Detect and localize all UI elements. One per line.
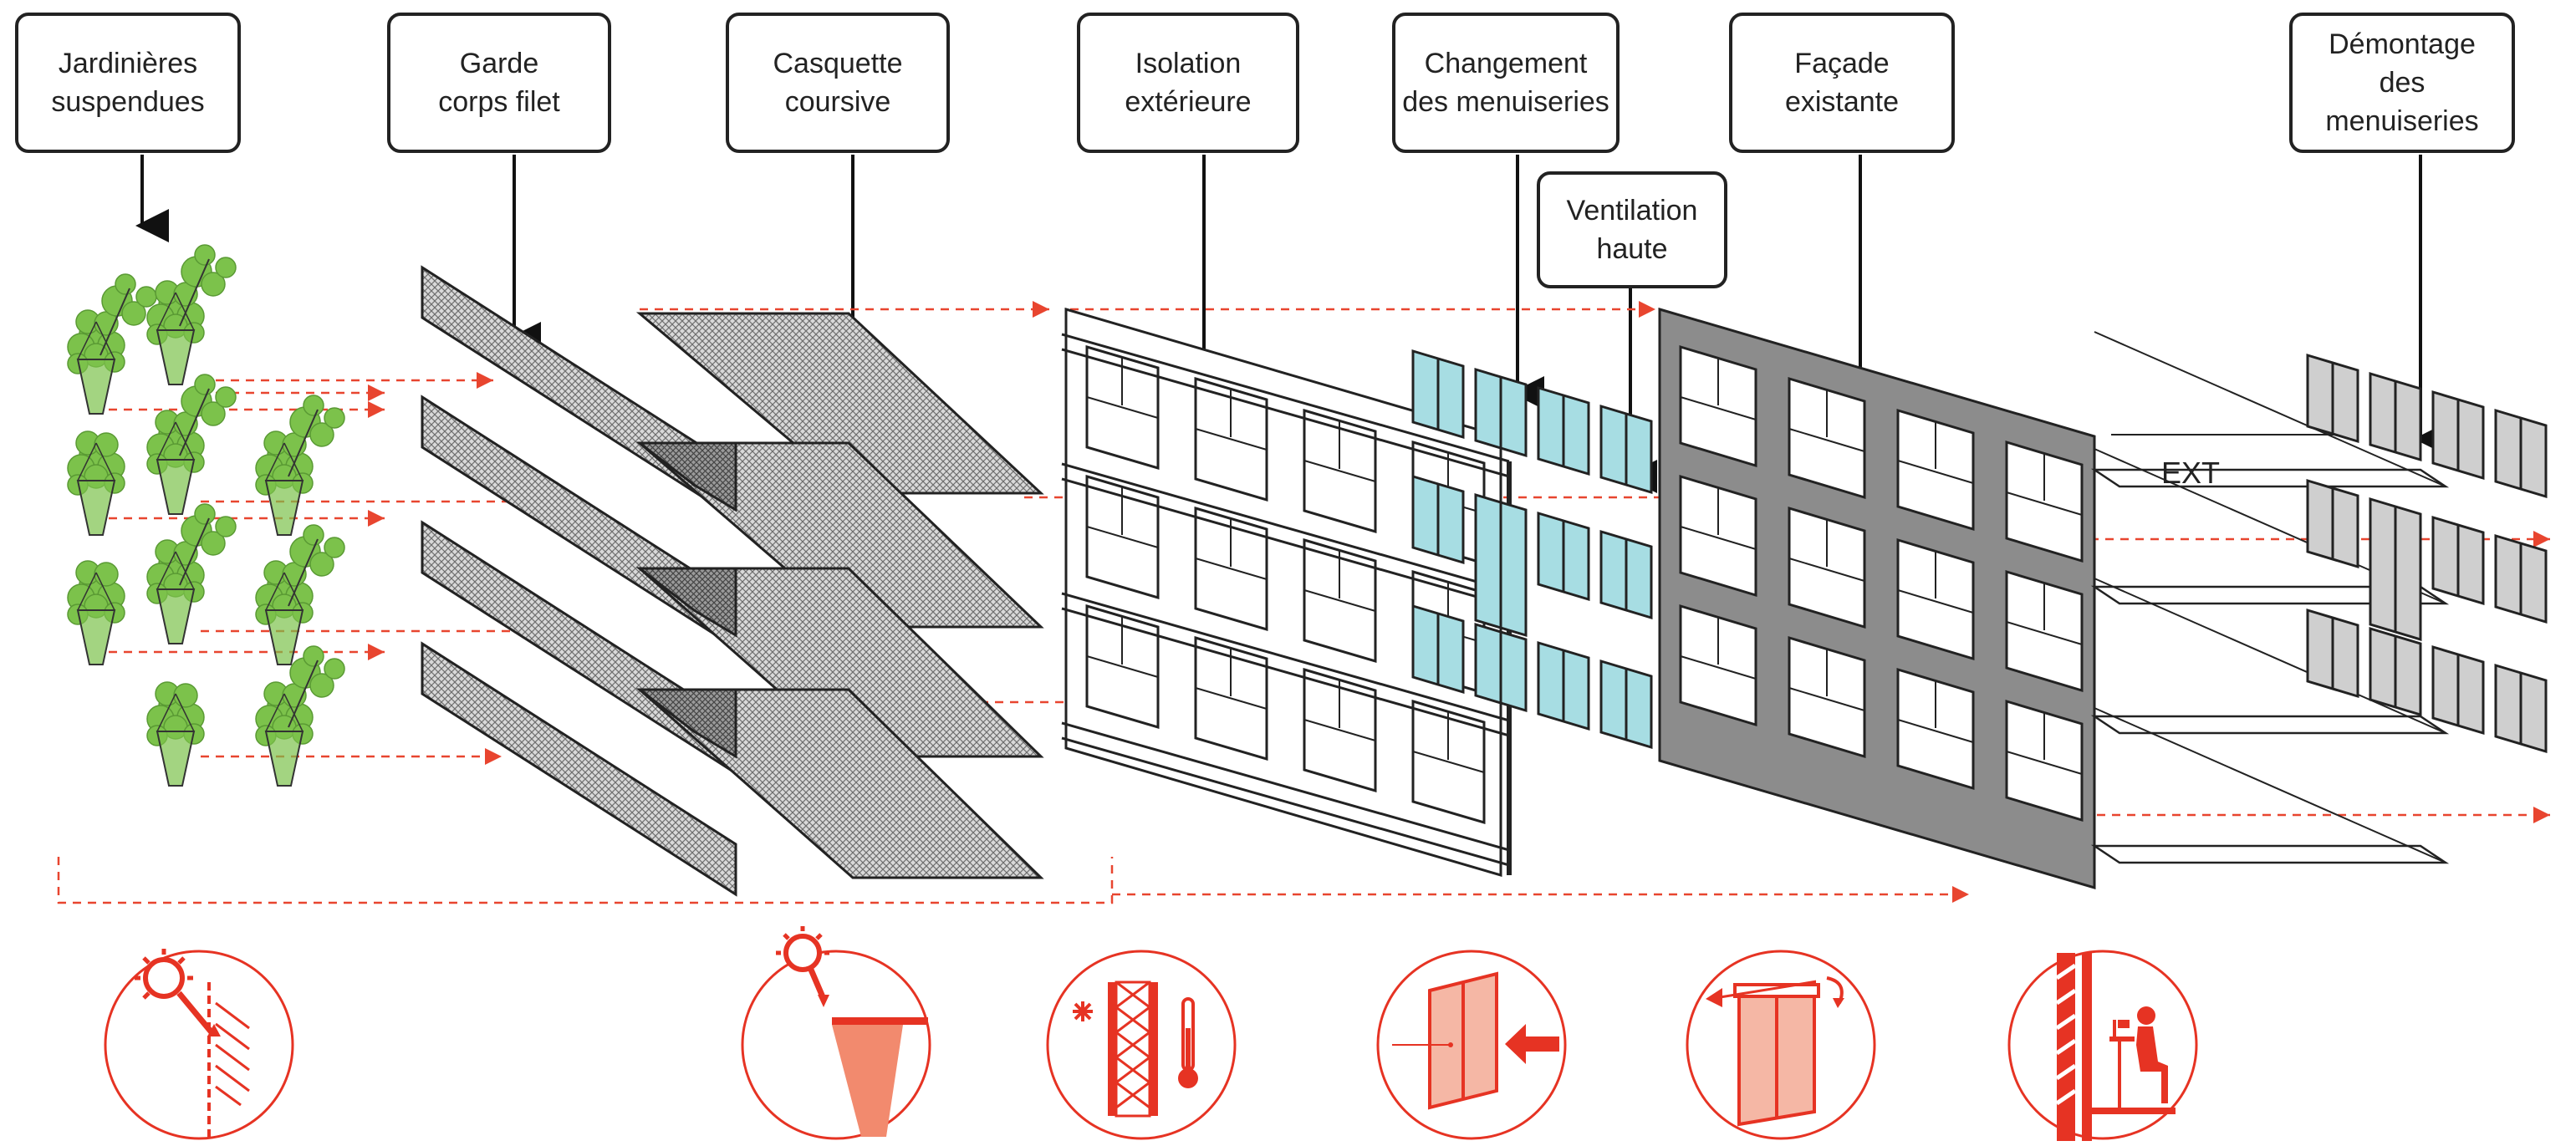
leader-lines	[135, 155, 2447, 493]
planter	[255, 645, 345, 787]
label-facade: Façade existante	[1729, 13, 1955, 153]
label-isolation: Isolation extérieure	[1077, 13, 1299, 153]
planter	[67, 560, 125, 665]
label-demontage: Démontage des menuiseries	[2289, 13, 2515, 153]
planter	[255, 524, 345, 665]
planter	[67, 430, 125, 536]
planter	[255, 395, 345, 536]
label-changement: Changement des menuiseries	[1392, 13, 1620, 153]
removed-windows	[2306, 353, 2548, 754]
label-ventilation: Ventilation haute	[1537, 171, 1727, 288]
canopies	[635, 312, 1044, 879]
label-jardinieres: Jardinières suspendues	[15, 13, 241, 153]
planter	[67, 273, 157, 415]
label-garde-corps: Garde corps filet	[387, 13, 611, 153]
planter	[146, 503, 237, 644]
hanging-planters	[67, 244, 345, 787]
planter	[146, 374, 237, 515]
planter	[146, 244, 237, 385]
window-replacement-icon	[1376, 950, 1567, 1140]
existing-facade	[1658, 307, 2450, 890]
insulation-thermal-icon	[1046, 950, 1237, 1140]
label-casquette: Casquette coursive	[726, 13, 950, 153]
interior-comfort-icon	[2007, 950, 2198, 1141]
sun-casquette-shade-icon	[741, 926, 931, 1140]
high-ventilation-icon	[1686, 950, 1876, 1140]
planter	[146, 681, 205, 787]
new-windows	[1411, 349, 1653, 750]
sun-shading-plants-icon	[104, 949, 294, 1140]
exterior-label: EXT	[2161, 456, 2221, 490]
